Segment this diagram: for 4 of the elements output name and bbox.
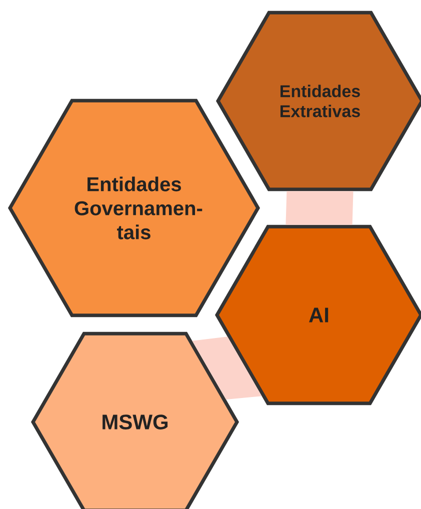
hexagon: Entidades Extrativas bbox=[216, 10, 421, 192]
connector-band bbox=[192, 336, 262, 400]
connector-band bbox=[286, 191, 354, 225]
hexagon: AI bbox=[214, 224, 421, 406]
